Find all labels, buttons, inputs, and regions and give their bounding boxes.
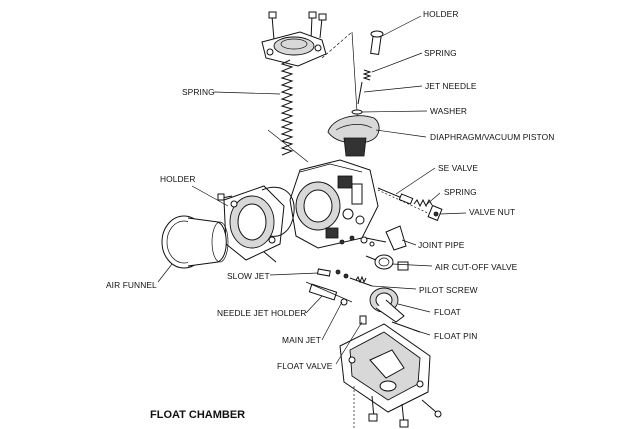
label-joint-pipe: JOINT PIPE <box>418 240 465 250</box>
joint-pipe-part <box>360 225 407 251</box>
label-diaphragm: DIAPHRAGM/VACUUM PISTON <box>430 132 555 142</box>
label-float-pin: FLOAT PIN <box>434 331 478 341</box>
label-spring-right: SPRING <box>444 187 477 197</box>
diaphragm-piston <box>327 115 380 157</box>
small-spring <box>362 69 372 81</box>
carburetor-body <box>289 159 379 249</box>
section-title: FLOAT CHAMBER <box>150 409 246 421</box>
air-funnel <box>161 215 229 269</box>
label-pilot-screw: PILOT SCREW <box>419 285 478 295</box>
label-spring-top: SPRING <box>424 48 457 58</box>
label-main-jet: MAIN JET <box>282 335 321 345</box>
air-cutoff-valve <box>365 254 409 271</box>
jet-needle-rod <box>357 81 363 105</box>
label-float: FLOAT <box>434 307 461 317</box>
label-air-cutoff-valve: AIR CUT-OFF VALVE <box>435 262 518 272</box>
label-slow-jet: SLOW JET <box>227 271 270 281</box>
label-air-funnel: AIR FUNNEL <box>106 280 157 290</box>
washer-part <box>351 109 363 115</box>
label-spring-left: SPRING <box>182 87 215 97</box>
se-valve-assembly <box>377 187 443 222</box>
float-part <box>369 287 421 333</box>
label-holder-left: HOLDER <box>160 174 196 184</box>
label-float-valve: FLOAT VALVE <box>277 361 333 371</box>
jets <box>305 268 373 306</box>
label-valve-nut: VALVE NUT <box>469 207 516 217</box>
spring-left-coil <box>280 59 294 156</box>
label-se-valve: SE VALVE <box>438 163 479 173</box>
label-washer: WASHER <box>430 106 468 116</box>
float-chamber <box>339 323 442 429</box>
needle-holder <box>370 30 384 56</box>
top-cover <box>261 11 327 67</box>
label-needle-jet-holder: NEEDLE JET HOLDER <box>217 308 307 318</box>
label-holder-top: HOLDER <box>423 9 459 19</box>
label-jet-needle: JET NEEDLE <box>425 81 477 91</box>
intake-holder <box>217 185 295 263</box>
float-valve-part <box>359 315 367 325</box>
